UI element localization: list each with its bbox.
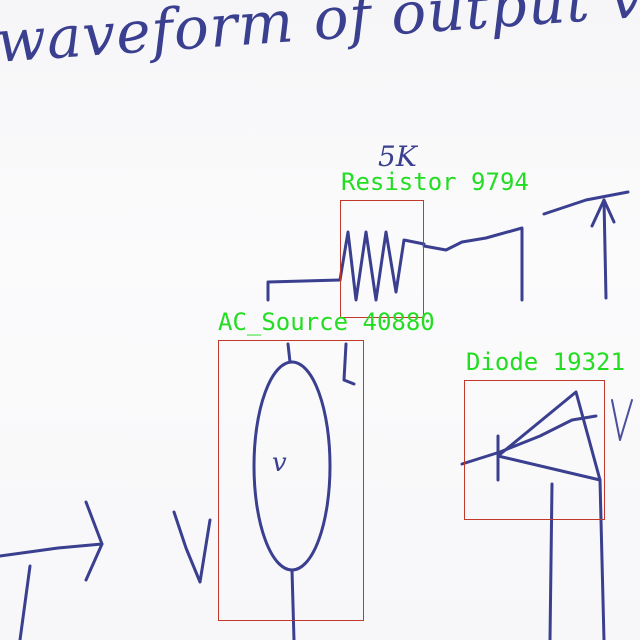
diode-detection-box	[464, 380, 605, 520]
diode-lower-lead	[548, 482, 554, 640]
left-v-mark	[172, 510, 212, 584]
output-arrow-shaft	[602, 198, 608, 300]
left-arrow	[84, 500, 104, 582]
source-plus-mark	[342, 342, 356, 386]
left-lead	[18, 564, 32, 640]
diode-detection-label: Diode 19321	[466, 348, 625, 376]
diode-triangle	[496, 390, 602, 482]
wire-resistor-to-node	[422, 226, 524, 302]
left-wire	[0, 542, 104, 558]
source-top-lead	[286, 342, 292, 364]
output-arrow-head	[590, 198, 616, 228]
resistor-symbol	[338, 230, 426, 302]
ac-source-detection-box	[218, 340, 364, 621]
resistor-detection-box	[340, 200, 424, 318]
source-symbol-note: v	[272, 448, 287, 478]
wire-source-to-resistor	[266, 278, 342, 302]
resistor-detection-label: Resistor 9794	[341, 168, 529, 196]
output-voltage-mark	[611, 399, 633, 441]
resistor-value-note: 5K	[378, 140, 417, 173]
diode-right-lead	[598, 478, 606, 640]
source-bottom-lead	[290, 568, 296, 640]
ac-source-detection-label: AC_Source 40880	[218, 308, 435, 336]
output-top-wire	[542, 190, 630, 216]
diode-wire	[460, 414, 598, 466]
